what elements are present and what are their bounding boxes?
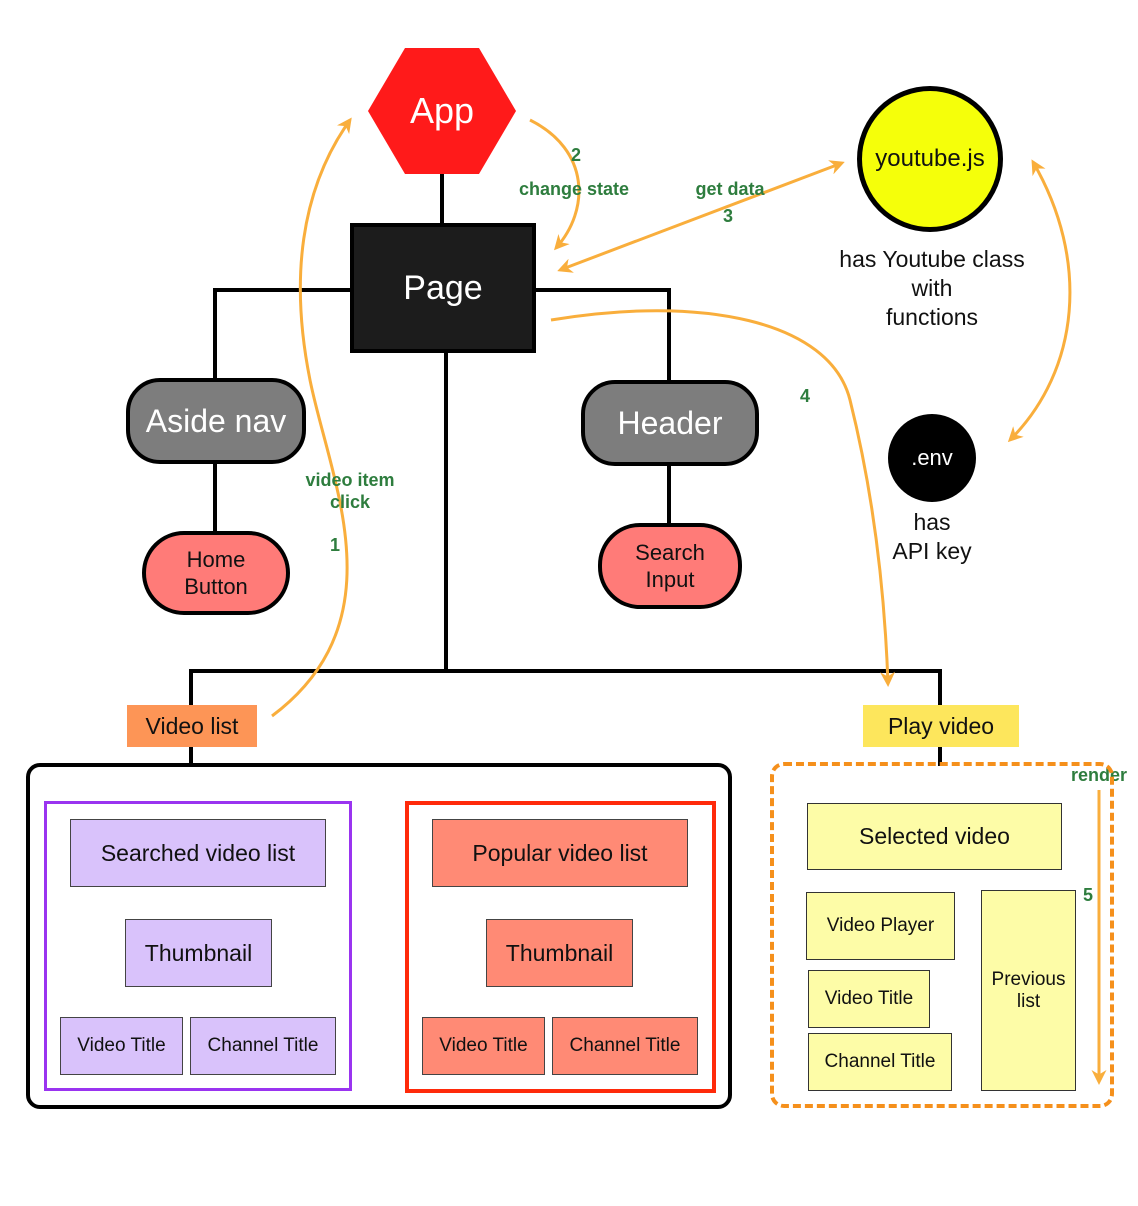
search-input-node: Search Input — [598, 523, 742, 609]
youtube-js-label: youtube.js — [875, 145, 985, 172]
play-channel-title: Channel Title — [808, 1033, 952, 1091]
play-video-container — [770, 762, 1114, 1108]
aside-nav-node: Aside nav — [126, 378, 306, 464]
header-label: Header — [617, 404, 723, 441]
flow-step-3: 3 — [722, 206, 733, 226]
env-node: .env — [888, 414, 976, 502]
popular-video-title: Video Title — [422, 1017, 545, 1075]
flow-arrow-1 — [271, 117, 352, 718]
youtube-caption-line: has Youtube class — [839, 246, 1025, 272]
tree-connectors — [189, 172, 942, 766]
page-node: Page — [350, 223, 536, 353]
play-video-label: Play video — [887, 712, 995, 739]
flow-step-4: 4 — [799, 386, 810, 406]
env-caption: has API key — [872, 508, 992, 566]
env-caption-line: has — [913, 509, 951, 535]
searched-video-group — [44, 801, 352, 1091]
aside-nav-label: Aside nav — [145, 402, 287, 439]
popular-channel-title: Channel Title — [552, 1017, 698, 1075]
env-youtube-arrow — [1007, 159, 1072, 443]
youtube-js-node: youtube.js — [857, 86, 1003, 232]
youtube-js-caption: has Youtube class with functions — [812, 245, 1052, 331]
header-node: Header — [581, 380, 759, 466]
popular-video-list: Popular video list — [432, 819, 688, 887]
popular-thumbnail: Thumbnail — [486, 919, 633, 987]
page-aside-link — [213, 288, 352, 380]
flow-label-1: video item click — [305, 470, 395, 512]
search-input-label: Search Input — [635, 539, 705, 593]
page-label: Page — [403, 268, 483, 307]
searched-video-list: Searched video list — [70, 819, 326, 887]
play-video-title: Video Title — [808, 970, 930, 1028]
selected-video: Selected video — [807, 803, 1062, 870]
flow-step-2: 2 — [570, 145, 581, 165]
video-list-label: Video list — [145, 712, 239, 739]
home-button-node: Home Button — [142, 531, 290, 615]
page-header-link — [534, 288, 671, 382]
video-list-tag: Video list — [127, 705, 257, 747]
searched-thumbnail: Thumbnail — [125, 919, 272, 987]
flow-label-2: change state — [518, 179, 630, 199]
youtube-caption-line: with — [911, 274, 953, 301]
flow-label-3: get data — [695, 179, 765, 199]
flow-step-5: 5 — [1082, 885, 1093, 905]
searched-channel-title: Channel Title — [190, 1017, 336, 1075]
flow-arrow-3 — [557, 160, 845, 273]
flow-step-1: 1 — [329, 535, 340, 555]
previous-list: Previous list — [981, 890, 1076, 1091]
video-list-container — [26, 763, 732, 1109]
env-caption-line: API key — [892, 537, 972, 564]
env-label: .env — [911, 445, 953, 470]
home-button-label: Home Button — [184, 546, 248, 600]
page-split-link — [189, 669, 942, 706]
flow-arrow-4 — [550, 309, 896, 687]
searched-video-title: Video Title — [60, 1017, 183, 1075]
video-player: Video Player — [806, 892, 955, 960]
youtube-caption-line: functions — [885, 303, 979, 330]
popular-video-group — [405, 801, 716, 1093]
app-label: App — [409, 90, 475, 131]
play-video-tag: Play video — [863, 705, 1019, 747]
